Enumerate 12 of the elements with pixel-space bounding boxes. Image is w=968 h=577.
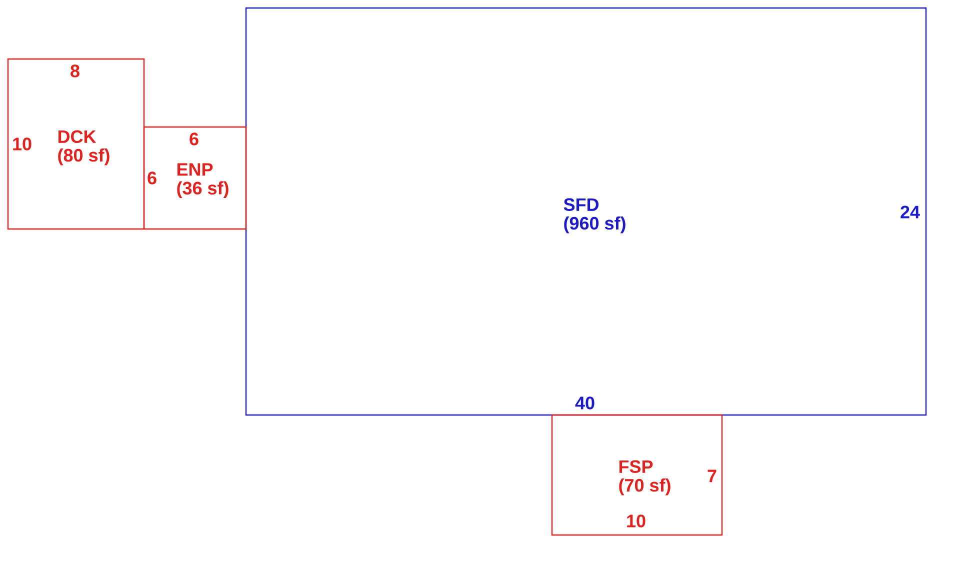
area-label: ENP (36 sf) [177, 163, 228, 198]
area-label: FSP (70 sf) [619, 460, 670, 496]
area-label: SFD (960 sf) [564, 198, 626, 234]
dimension-label: 24 [900, 206, 920, 218]
dimension-label: 10 [627, 514, 646, 528]
dimension-label: 6 [190, 132, 198, 146]
dimension-label: 7 [708, 470, 716, 482]
dimension-label: 10 [13, 138, 32, 150]
dimension-label: 8 [70, 64, 80, 78]
dimension-label: 40 [575, 396, 594, 410]
dimension-label: 6 [148, 172, 156, 184]
area-label: DCK (80 sf) [58, 130, 110, 166]
